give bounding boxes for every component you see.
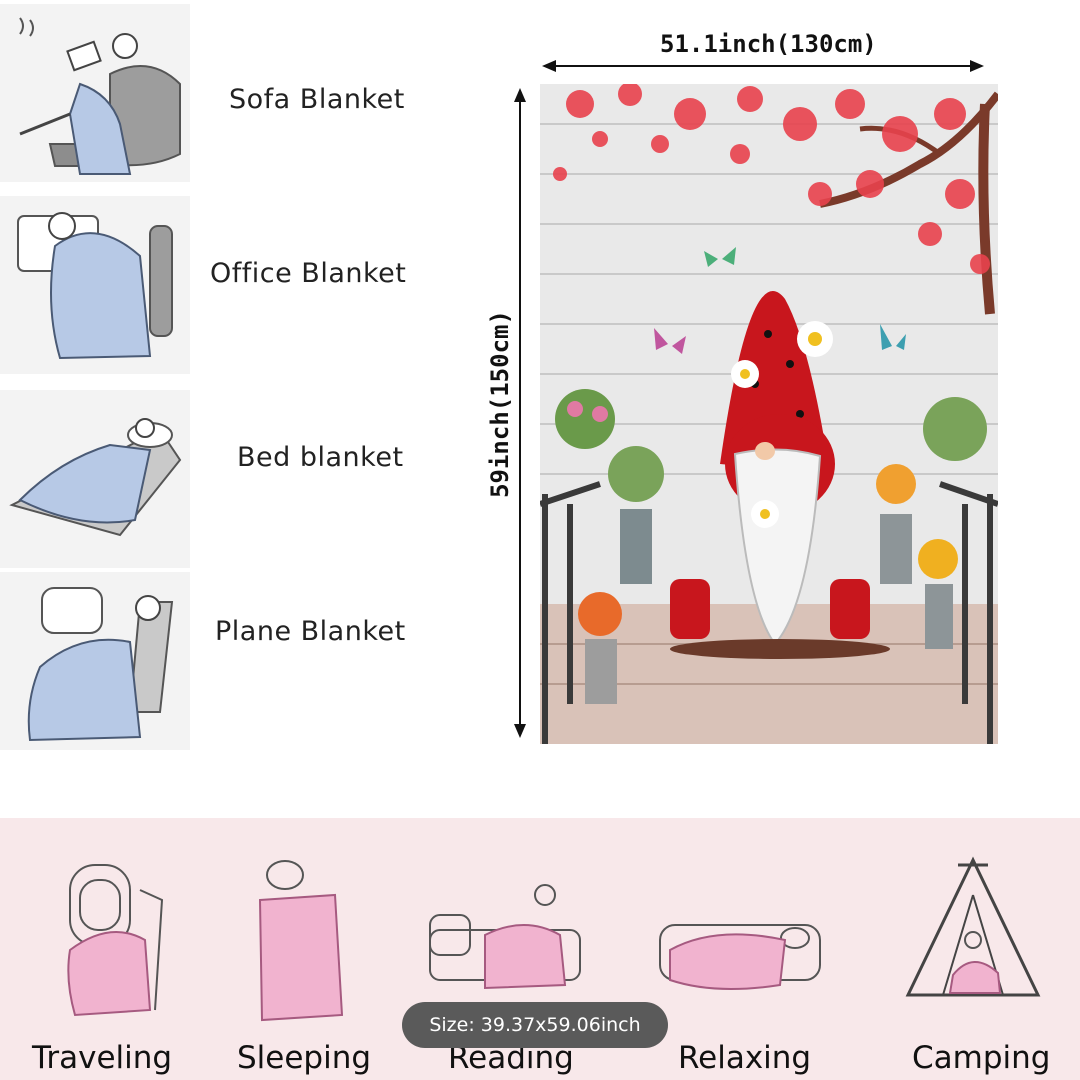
height-dimension-label: 59inch(150cm) [486,310,514,498]
use-case-panel-sofa [0,4,190,182]
blanket-gnome-illustration [540,84,998,744]
use-case-label-office: Office Blanket [210,258,407,289]
width-dimension-label: 51.1inch(130cm) [660,30,877,58]
traveling-icon [67,864,164,1017]
sofa-reading-icon [19,17,181,175]
activity-label-sleeping: Sleeping [237,1040,372,1076]
use-case-label-sofa: Sofa Blanket [229,84,405,115]
dimension-arrows [514,60,984,738]
activity-label-camping: Camping [912,1040,1051,1076]
activity-label-relaxing: Relaxing [678,1040,812,1076]
use-case-panel-plane [0,572,190,750]
use-case-label-plane: Plane Blanket [215,616,406,647]
office-chair-sleeping-icon [17,212,173,360]
use-case-panel-office [0,196,190,374]
use-case-panel-bed [0,390,190,568]
use-case-label-bed: Bed blanket [237,442,404,473]
plane-seat-icon [27,587,174,742]
camping-tent-icon [905,856,1041,997]
activity-label-traveling: Traveling [32,1040,173,1076]
relaxing-icon [659,924,821,990]
sleeping-icon [258,860,344,1022]
reading-icon [429,884,581,990]
size-badge: Size: 39.37x59.06inch [402,1002,668,1048]
bed-sleeping-icon [9,418,182,537]
